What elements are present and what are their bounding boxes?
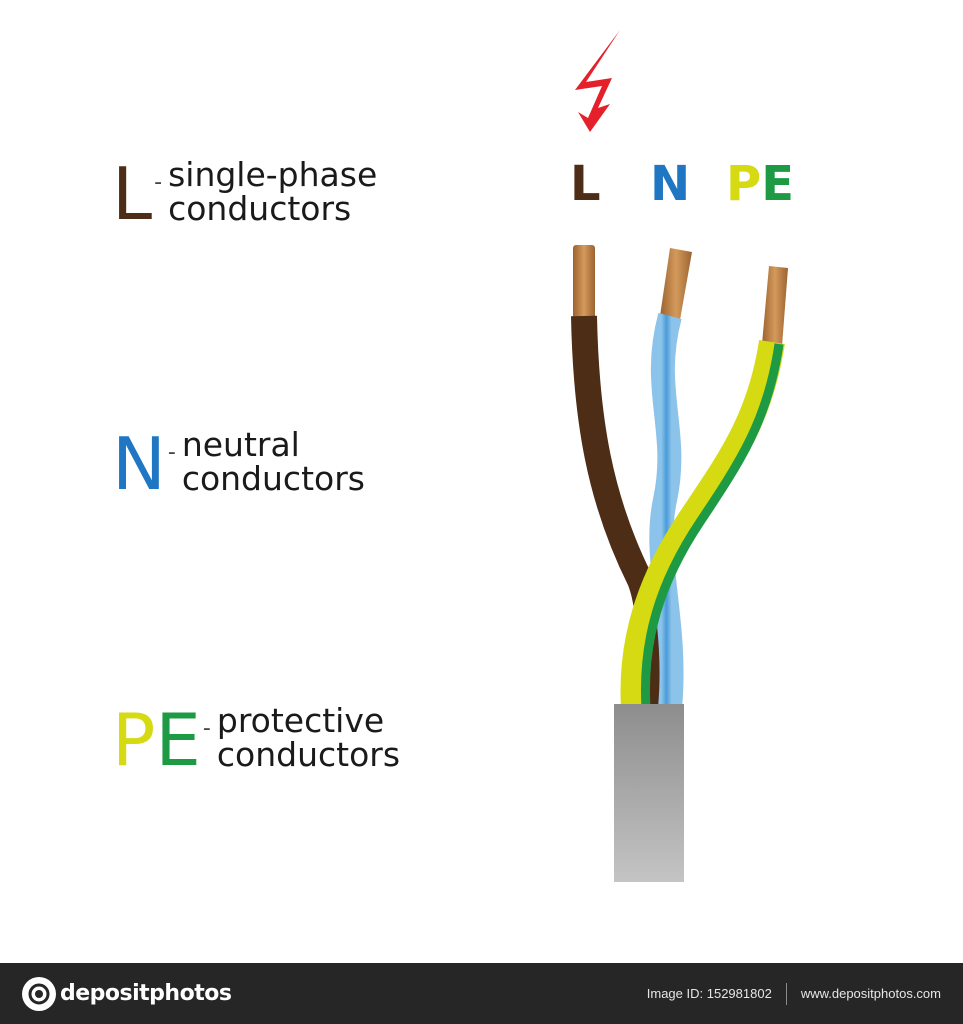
legend-line-1: protective: [216, 701, 385, 740]
camera-icon: [22, 976, 56, 1011]
wire-neutral: [649, 312, 684, 710]
cable-illustration: [571, 30, 788, 882]
brand: depositphotos: [22, 976, 232, 1011]
wire-label-pe-e: E: [761, 156, 794, 212]
cable-sheath: [614, 704, 684, 882]
legend-dash: -: [202, 716, 211, 741]
wire-label-l: L: [570, 156, 601, 212]
legend-letter-n: N: [112, 422, 166, 506]
legend-letter-p: P: [112, 698, 156, 782]
footer-divider: [785, 982, 787, 1005]
footer-meta: Image ID: 152981802 www.depositphotos.co…: [646, 982, 941, 1005]
legend-line-2: conductors: [168, 189, 352, 228]
site-link[interactable]: www.depositphotos.com: [800, 986, 941, 1001]
wire-earth-stripe: [640, 343, 784, 709]
image-id: Image ID: 152981802: [646, 986, 772, 1001]
legend-letter-e: E: [155, 698, 201, 782]
legend-line-1: single-phase: [168, 155, 378, 194]
watermark-footer: depositphotos Image ID: 152981802 www.de…: [0, 963, 963, 1024]
legend-dash: -: [167, 440, 176, 465]
wire-label-pe: PE: [726, 160, 794, 208]
legend-line-2: conductors: [181, 459, 365, 498]
wire-label-n: N: [650, 156, 691, 212]
wiring-diagram: L - single-phase conductors N - neutral …: [112, 30, 794, 882]
lightning-bolt-icon: [575, 30, 620, 132]
legend-description: single-phase conductors: [168, 158, 377, 226]
legend-dash: -: [154, 170, 163, 195]
legend-description: neutral conductors: [182, 428, 365, 496]
wire-earth: [620, 339, 785, 709]
brand-name: depositphotos: [60, 981, 232, 1006]
legend-live: L - single-phase conductors: [112, 152, 377, 236]
legend-line-1: neutral: [181, 425, 300, 464]
legend-description: protective conductors: [217, 704, 400, 772]
copper-tip-earth: [762, 266, 788, 346]
copper-tip-neutral: [660, 248, 692, 320]
copper-tip-live: [573, 245, 595, 319]
legend-letter-l: L: [112, 152, 153, 236]
legend-line-2: conductors: [216, 735, 401, 774]
legend-protective: P E - protective conductors: [112, 698, 400, 782]
wire-label-pe-p: P: [726, 156, 762, 212]
legend-neutral: N - neutral conductors: [112, 422, 365, 506]
